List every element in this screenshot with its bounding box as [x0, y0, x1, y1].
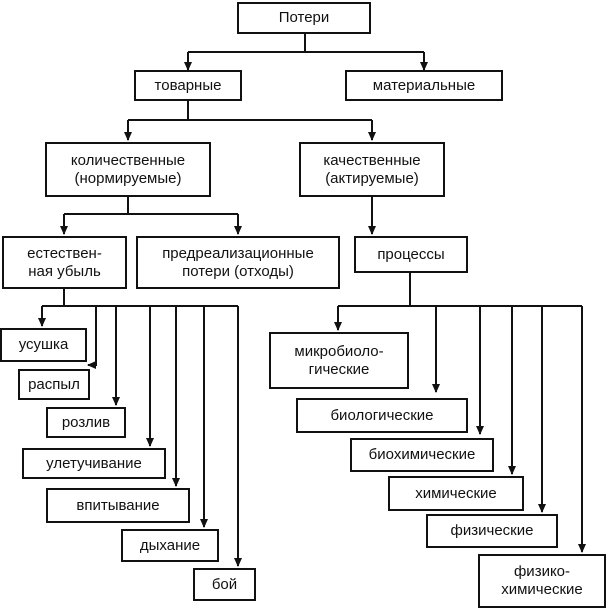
- node-poteri-label: Потери: [278, 9, 330, 26]
- node-boy-label: бой: [211, 575, 238, 593]
- node-fiziko-khimicheskie: физико- химические: [478, 554, 606, 608]
- node-biologicheskie-label: биологические: [330, 406, 434, 424]
- node-estestvennaya-ubyl-line-1: естествен-: [27, 244, 102, 262]
- connector-ubyl-bus: [42, 288, 238, 307]
- node-protsessy: процессы: [354, 236, 468, 273]
- node-poteri: Потери: [237, 2, 371, 34]
- connector-tovarnye-split: [128, 100, 372, 121]
- node-raspyl-label: распыл: [28, 375, 80, 393]
- node-kolichestvennye: количественные (нормируемые): [45, 142, 211, 197]
- connector-protsessy-bus: [338, 272, 582, 307]
- node-rozliv-label: розлив: [61, 413, 111, 431]
- connector-kolichestvennye-split: [64, 196, 238, 215]
- node-fizicheskie-label: физические: [450, 522, 534, 539]
- node-estestvennaya-ubyl-line-2: ная убыль: [28, 262, 101, 280]
- node-kachestvennye-line-1: качественные: [323, 151, 421, 169]
- node-estestvennaya-ubyl: естествен- ная убыль: [2, 236, 127, 289]
- node-mikrobiologicheskie-line-1: микробиоло-: [294, 342, 384, 360]
- node-kachestvennye-line-2: (актируемые): [325, 169, 419, 187]
- node-predrealizatsionnye-line-2: потери (отходы): [182, 262, 294, 280]
- node-predrealizatsionnye: предреализационные потери (отходы): [136, 236, 340, 289]
- node-fiziko-khimicheskie-line-1: физико-: [513, 563, 571, 580]
- node-vpityvanie: впитывание: [46, 488, 190, 523]
- node-uletuchivanie-label: улетучивание: [46, 454, 142, 472]
- node-boy: бой: [193, 568, 256, 601]
- node-rozliv: розлив: [46, 407, 126, 438]
- node-dykhanie: дыхание: [121, 529, 219, 562]
- node-predrealizatsionnye-line-1: предреализационные: [162, 244, 314, 262]
- node-khimicheskie-label: химические: [415, 484, 497, 502]
- node-tovarnye-label: товарные: [154, 76, 222, 94]
- node-kolichestvennye-line-2: (нормируемые): [74, 169, 182, 187]
- arrow-to-raspyl: [87, 306, 97, 369]
- node-vpityvanie-label: впитывание: [76, 496, 160, 514]
- node-kachestvennye: качественные (актируемые): [299, 142, 445, 197]
- node-usushka: усушка: [0, 328, 87, 362]
- node-biokhimicheskie: биохимические: [350, 438, 494, 472]
- node-mikrobiologicheskie-line-2: гические: [308, 360, 370, 378]
- node-fizicheskie: физические: [426, 514, 558, 548]
- node-fiziko-khimicheskie-line-2: химические: [501, 581, 583, 598]
- node-mikrobiologicheskie: микробиоло- гические: [269, 332, 409, 389]
- node-biologicheskie: биологические: [296, 398, 468, 433]
- node-dykhanie-label: дыхание: [139, 536, 201, 554]
- connector-poteri-split: [187, 33, 425, 70]
- node-raspyl: распыл: [18, 369, 90, 400]
- node-uletuchivanie: улетучивание: [22, 448, 166, 479]
- node-materialnye: материальные: [345, 70, 503, 101]
- node-biokhimicheskie-label: биохимические: [368, 446, 476, 463]
- node-materialnye-label: материальные: [372, 76, 476, 94]
- node-kolichestvennye-line-1: количественные: [70, 151, 186, 169]
- node-protsessy-label: процессы: [377, 245, 445, 263]
- node-tovarnye: товарные: [134, 70, 242, 101]
- node-usushka-label: усушка: [18, 336, 69, 353]
- node-khimicheskie: химические: [388, 476, 524, 511]
